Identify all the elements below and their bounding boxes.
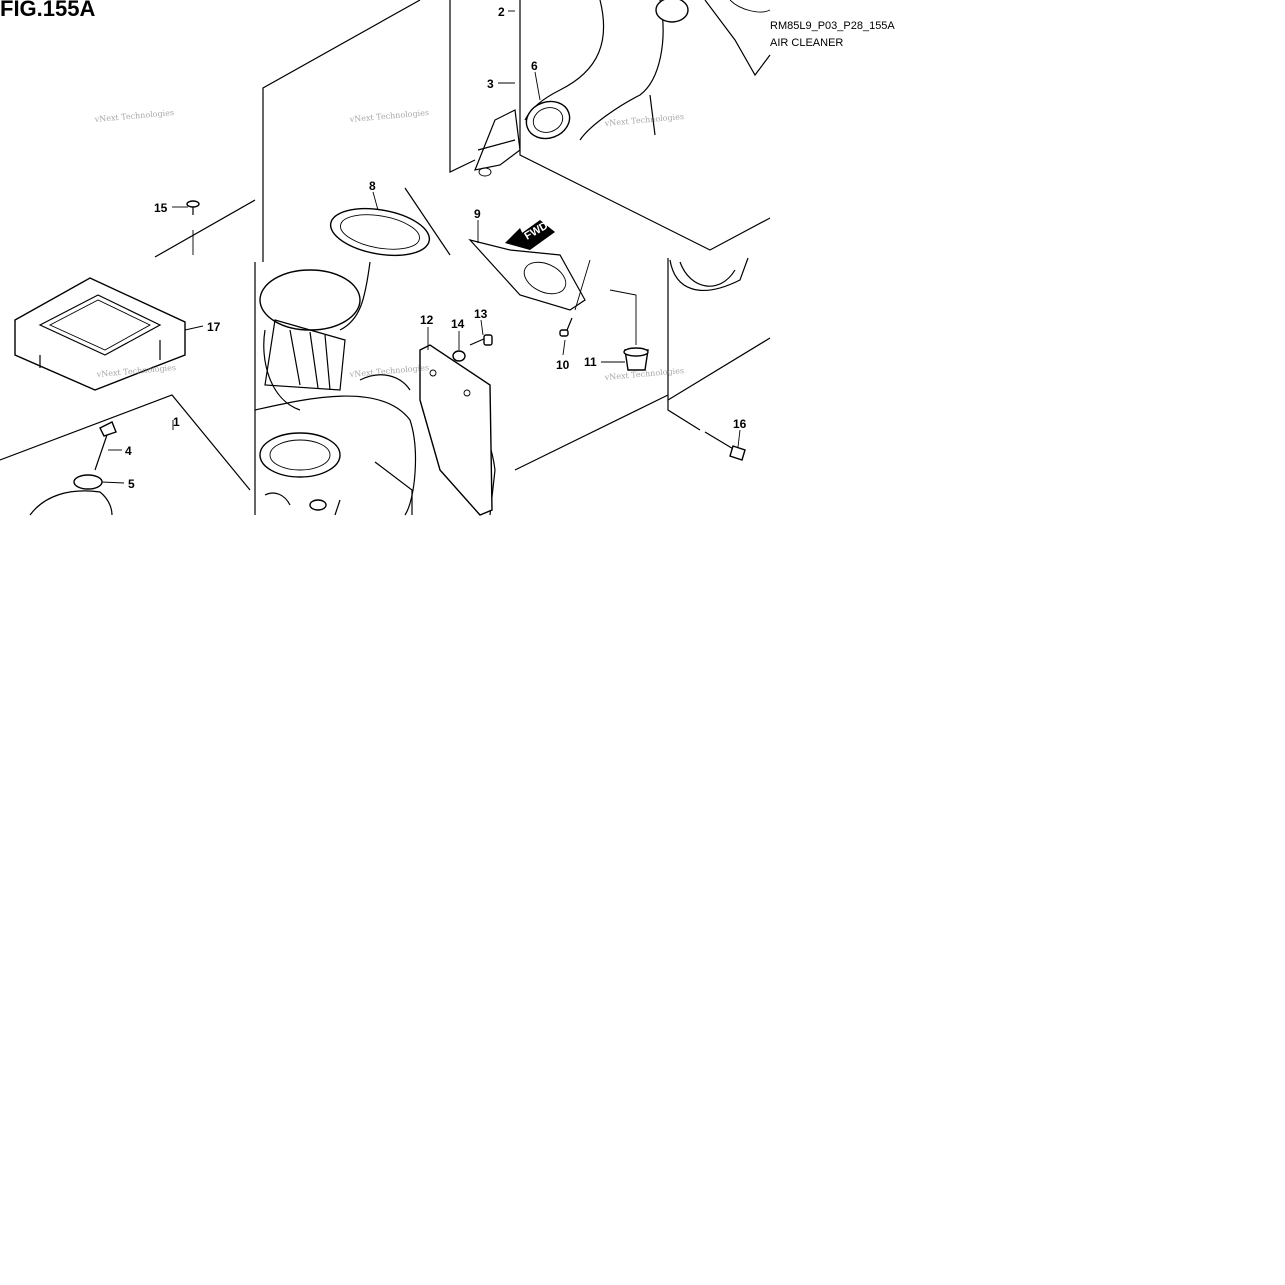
bolt-16 (669, 257, 749, 461)
cover-17 (14, 277, 186, 391)
callout-3: 3 (487, 77, 494, 91)
callout-14: 14 (451, 317, 465, 331)
callout-13: 13 (474, 307, 488, 321)
section-frames (0, 0, 771, 515)
watermark-2: vNext Technologies (348, 108, 429, 124)
filter-element-8 (329, 187, 451, 331)
callout-6: 6 (531, 59, 538, 73)
callout-8: 8 (369, 179, 376, 193)
clamp-9 (468, 220, 586, 311)
screw-10 (559, 259, 591, 337)
callout-11: 11 (584, 355, 597, 369)
wing-bolt-4 (29, 421, 117, 516)
watermark-5: vNext Technologies (348, 363, 429, 379)
callout-5: 5 (128, 477, 135, 491)
bolt-13 (452, 334, 493, 362)
watermark-1: vNext Technologies (93, 108, 174, 124)
callout-4: 4 (125, 444, 132, 458)
callout-1: 1 (173, 415, 180, 429)
bracket-3 (474, 109, 521, 177)
cap-11 (609, 289, 649, 371)
callout-2: 2 (498, 5, 505, 19)
plate-12 (419, 344, 493, 516)
intake-duct (524, 0, 771, 141)
callout-15: 15 (154, 201, 168, 215)
figure-title: FIG.155A (0, 0, 96, 21)
leader-lines (101, 10, 741, 484)
callout-16: 16 (733, 417, 747, 431)
screw-15 (186, 200, 200, 255)
figure-code: RM85L9_P03_P28_155A (770, 20, 895, 32)
callout-labels: 1 2 3 4 5 6 8 9 10 11 12 13 14 15 16 17 (125, 5, 747, 491)
callout-12: 12 (420, 313, 434, 327)
callout-17: 17 (207, 320, 221, 334)
watermark-3: vNext Technologies (603, 112, 684, 128)
figure-name: AIR CLEANER (770, 37, 844, 49)
callout-9: 9 (474, 207, 481, 221)
callout-10: 10 (556, 358, 570, 372)
air-cleaner-case (254, 269, 496, 516)
